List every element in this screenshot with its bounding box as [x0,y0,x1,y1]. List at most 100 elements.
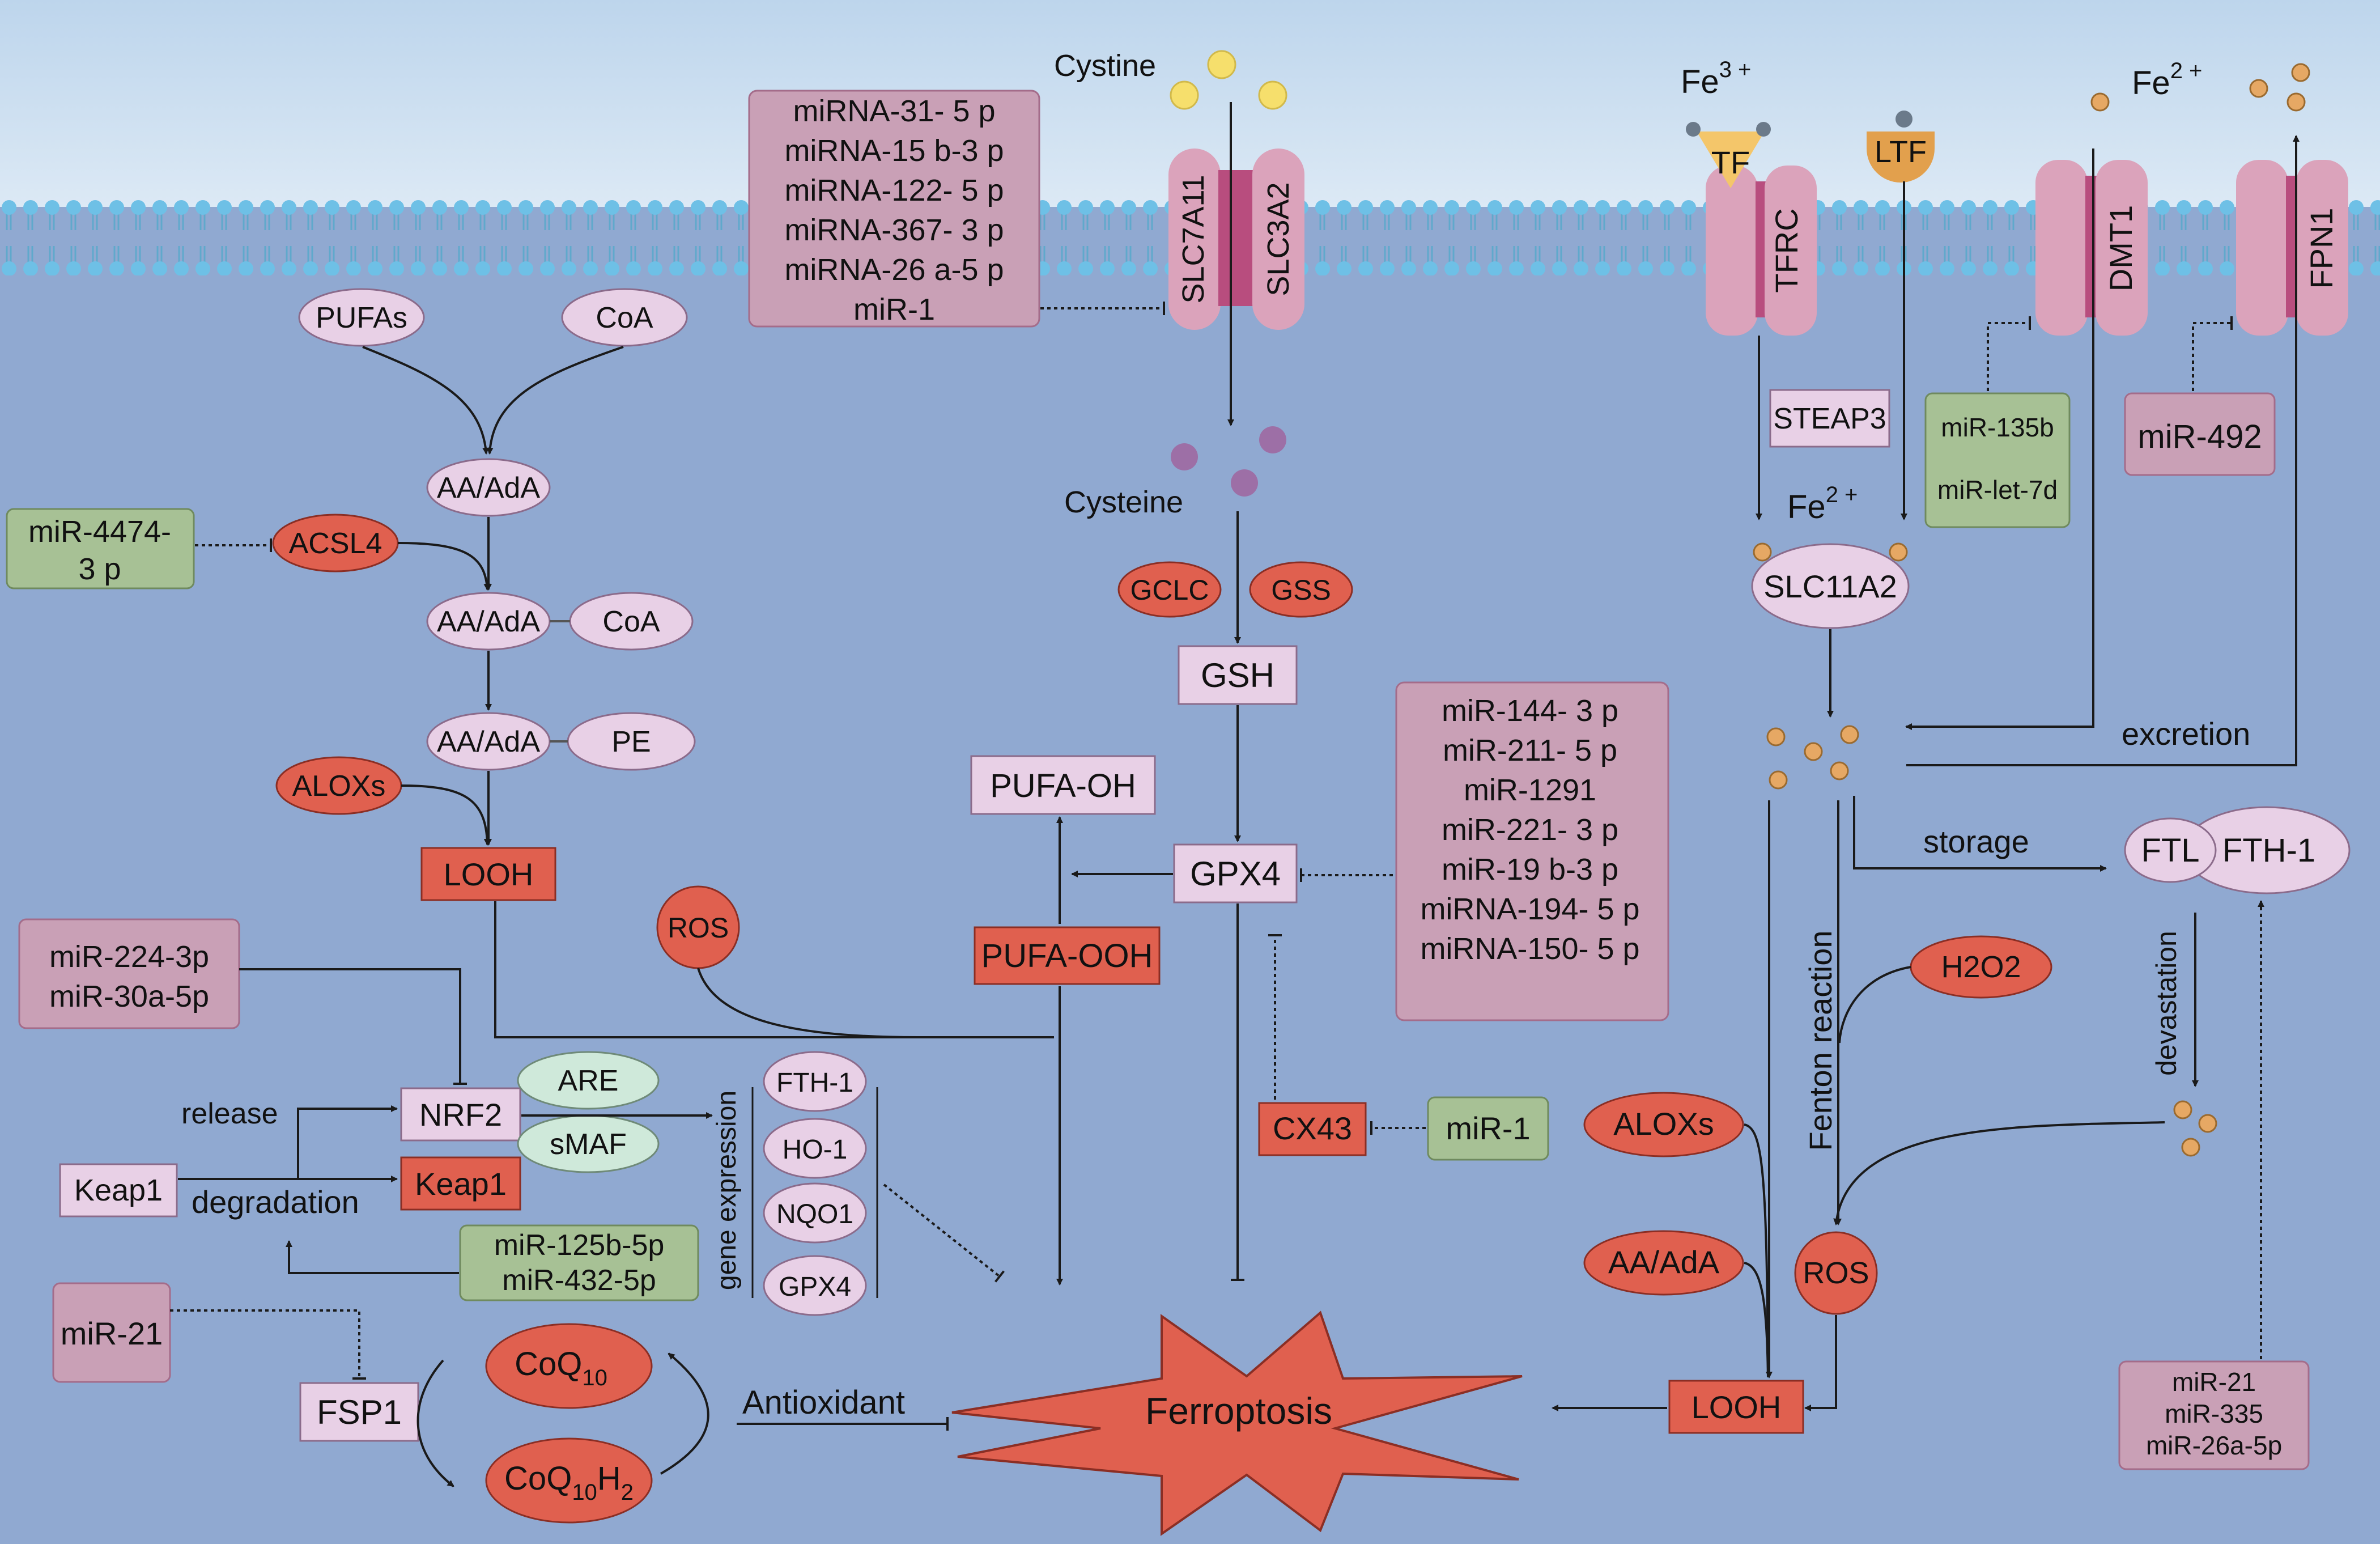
fsp1-mirna-box [52,1282,171,1383]
arrow-aloxs-to-looh [1744,1123,1769,1378]
looh-iron-node [1668,1380,1804,1434]
tfrc-label: TFRC [1769,208,1804,292]
gene-nqo1-node [763,1182,867,1244]
tfrc-receptor: TFRC TF [1686,122,1817,336]
antioxidant-label: Antioxidant [742,1384,905,1421]
are-label: ARE [558,1064,619,1097]
pufa-oh-node [970,755,1156,815]
labile-iron-ion [1766,727,1786,746]
mirna-item: miRNA-26 a-5 p [784,253,1004,287]
arrow-release [297,1105,398,1179]
fe2-ion [1753,542,1772,562]
gene-expression-label: gene expression [712,1091,742,1290]
fe3-ion [1686,122,1701,137]
inhibit-mirna-fsp1 [170,1309,366,1380]
cystine-molecule [1170,80,1199,110]
mirna-item: miR-19 b-3 p [1442,852,1618,886]
slc7a11-mirna-box: miRNA-31- 5 p miRNA-15 b-3 p miRNA-122- … [748,90,1040,328]
release-label: release [181,1097,278,1130]
nrf2-mirna-line2: miR-30a-5p [49,979,209,1013]
fe2-ion [2286,92,2306,112]
cx43-label: CX43 [1273,1110,1352,1146]
arrow-ros-to-looh [1804,1315,1837,1411]
arrow-fsp1-cycle-up [660,1352,709,1475]
gpx4-mirna-box: miR-144- 3 p miR-211- 5 p miR-1291 miR-2… [1395,681,1669,1021]
inhibit-mirna-fpn1 [2192,316,2233,391]
labile-iron-ion [1840,725,1859,744]
aa-ada-label: AA/AdA [437,605,540,638]
released-iron-ion [2198,1114,2217,1133]
keap1-degraded-label: Keap1 [415,1166,507,1202]
ltf-label: LTF [1875,135,1927,169]
mirna-item: miR-144- 3 p [1442,694,1618,728]
gene-ho1-node [763,1118,867,1179]
fe2-ion [2249,79,2268,98]
coa-node [561,288,688,347]
gene-label: NQO1 [776,1199,853,1229]
dmt1-mirna-line2: miR-let-7d [1937,475,2058,504]
acsl4-label: ACSL4 [289,527,382,560]
gpx4-node [1173,843,1298,904]
looh-iron-label: LOOH [1692,1389,1782,1425]
fsp1-label: FSP1 [317,1393,402,1431]
tf-protein [1697,132,1765,188]
aa-ada-node [426,458,551,517]
labile-iron-ion [1830,761,1849,781]
ferritin-mirna-item: miR-26a-5p [2146,1431,2282,1460]
fe3-label: Fe3 + [1681,57,1751,100]
line-ros-to-ferroptosis [697,968,919,1038]
steap3-label: STEAP3 [1773,402,1886,435]
nrf2-mirna-line1: miR-224-3p [49,940,209,974]
nrf2-node [400,1087,521,1142]
mirna-item: miRNA-122- 5 p [784,173,1004,207]
fe2-ion [2291,63,2310,82]
keap1-label: Keap1 [74,1173,163,1207]
pufa-ooh-label: PUFA-OOH [981,938,1153,974]
released-iron-ion [2181,1138,2200,1157]
keap1-mirna-line2: miR-432-5p [502,1264,656,1297]
ftl-label: FTL [2141,832,2199,869]
h2o2-label: H2O2 [1941,950,2021,984]
released-iron-ion [2173,1100,2192,1119]
mirna-item: miR-1 [853,292,935,326]
gene-label: GPX4 [779,1272,851,1302]
aa-ada-iron-label: AA/AdA [1608,1244,1720,1280]
gpx4-label: GPX4 [1190,855,1281,893]
pufa-ooh-node [974,926,1161,985]
arrow-aaada-to-looh [1744,1262,1769,1378]
fpn1-transporter: FPN1 [2236,160,2348,336]
acsl4-mirna-line2: 3 p [78,552,121,586]
mirna-item: miRNA-150- 5 p [1420,932,1639,966]
inhibit-mirna-nrf2 [239,968,467,1085]
mirna-item: miRNA-31- 5 p [793,94,995,128]
keap1-mirna-box [459,1224,699,1301]
smaf-label: sMAF [550,1128,627,1161]
slc7a11-slc3a2-transporter: SLC7A11 SLC3A2 [1168,149,1304,330]
fe2-ion [1889,542,1908,562]
acsl4-mirna-box [6,508,195,589]
mirna-item: miRNA-15 b-3 p [784,134,1004,168]
cystine-molecule [1258,80,1287,110]
coq10h2-label: CoQ10H2 [504,1460,634,1505]
aloxs-iron-node [1583,1092,1744,1157]
gclc-node [1117,561,1222,618]
cysteine-label: Cysteine [1064,485,1183,519]
pufas-label: PUFAs [316,302,407,334]
slc11a2-label: SLC11A2 [1763,569,1897,604]
cx43-node [1258,1102,1367,1156]
looh-label: LOOH [444,856,534,892]
arrow-pool-to-fpn1 [1906,135,2300,766]
arrow-acsl4 [397,542,491,591]
labile-iron-ion [1769,770,1788,790]
fe2-cytosolic-label: Fe2 + [1787,482,1858,525]
devastation-label: devastation [2150,931,2182,1076]
arrow-pufas-to-aa [362,346,490,455]
gsh-label: GSH [1201,656,1274,694]
labile-iron-ion [1804,742,1823,761]
excretion-label: excretion [2122,716,2250,752]
keap1-node [59,1163,178,1218]
aa-ada-iron-node [1583,1230,1744,1296]
arrow-dmt1-to-pool [1905,149,2094,730]
ftl-node [2124,817,2217,883]
gss-label: GSS [1271,574,1331,606]
